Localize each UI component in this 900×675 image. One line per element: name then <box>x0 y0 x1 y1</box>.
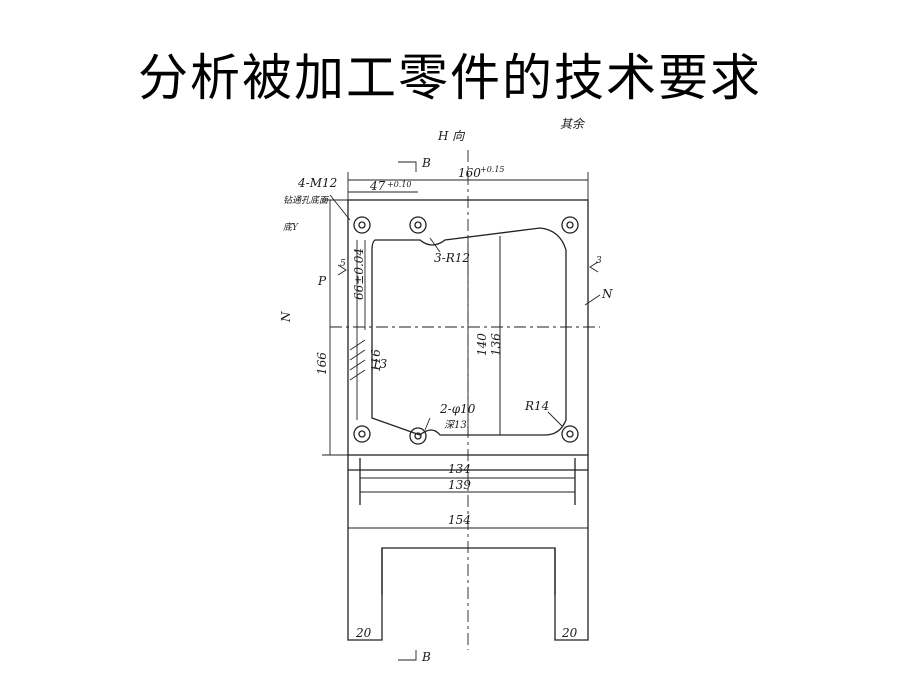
view-label: H 向 <box>437 129 465 143</box>
corner-radius-3r12: 3-R12 <box>434 251 470 265</box>
dim-overall-width-tol: +0.15 <box>480 165 505 174</box>
roughness-left: 5 <box>340 259 346 269</box>
surface-p: P <box>317 274 327 288</box>
dim-154: 154 <box>448 513 471 527</box>
dim-136: 136 <box>489 333 503 356</box>
corner-radius-r14: R14 <box>524 399 549 413</box>
dim-134: 134 <box>448 462 471 476</box>
surface-n: N <box>601 287 613 301</box>
dim-hole-offset-tol: +0.10 <box>387 180 412 189</box>
small-note: 底Y <box>283 222 299 233</box>
pocket-outline <box>371 227 567 436</box>
dim-foot-right: 20 <box>561 626 578 640</box>
dim-116: 116 <box>369 349 383 372</box>
section-mark-bottom: B <box>421 650 431 664</box>
pin-hole-depth: 深13 <box>444 419 467 431</box>
thread-spec: 4-M12 <box>297 176 337 190</box>
dim-13: 13 <box>372 357 388 371</box>
hatch-area <box>349 339 366 381</box>
dim-depth-166: 166 <box>315 352 329 375</box>
leg-inner <box>381 548 556 595</box>
section-mark-top: B <box>421 156 431 170</box>
slide-title: 分析被加工零件的技术要求 <box>138 49 762 107</box>
dim-139: 139 <box>448 478 471 492</box>
dim-140: 140 <box>475 333 489 356</box>
mounting-holes <box>353 216 579 445</box>
dim-foot-left: 20 <box>355 626 372 640</box>
dim-overall-width: 160 <box>458 166 481 180</box>
thread-note: 钻通孔底面 <box>283 195 330 206</box>
surface-n-left: N <box>279 311 293 323</box>
pin-holes: 2-φ10 <box>439 402 476 416</box>
dim-small-pitch: 66±0.04 <box>352 248 366 300</box>
roughness-right: 3 <box>596 256 602 266</box>
dim-hole-offset: 47 <box>369 179 386 193</box>
top-right-fragment: 其余 <box>560 117 586 131</box>
